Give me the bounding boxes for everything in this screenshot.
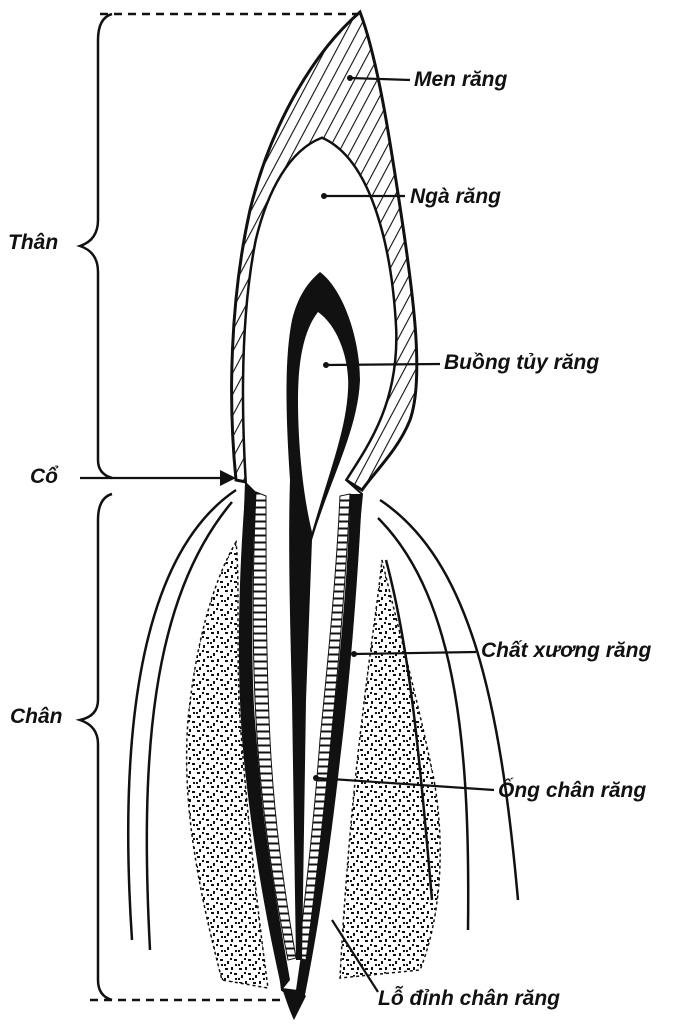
label-pulp-chamber: Buồng tủy răng xyxy=(444,352,599,373)
label-neck: Cổ xyxy=(30,466,58,487)
crown-brace xyxy=(80,14,112,478)
label-dentin: Ngà răng xyxy=(410,186,501,207)
label-root-canal: Ống chân răng xyxy=(498,780,646,801)
neck-arrow-head xyxy=(220,470,236,486)
root-brace xyxy=(80,494,112,1000)
label-root: Chân xyxy=(10,706,63,727)
alveolar-bone-right xyxy=(340,560,440,978)
label-enamel: Men răng xyxy=(414,69,507,90)
label-crown: Thân xyxy=(8,232,58,253)
label-apical-foramen: Lỗ đỉnh chân răng xyxy=(378,988,560,1009)
label-cementum: Chất xương răng xyxy=(481,640,651,661)
